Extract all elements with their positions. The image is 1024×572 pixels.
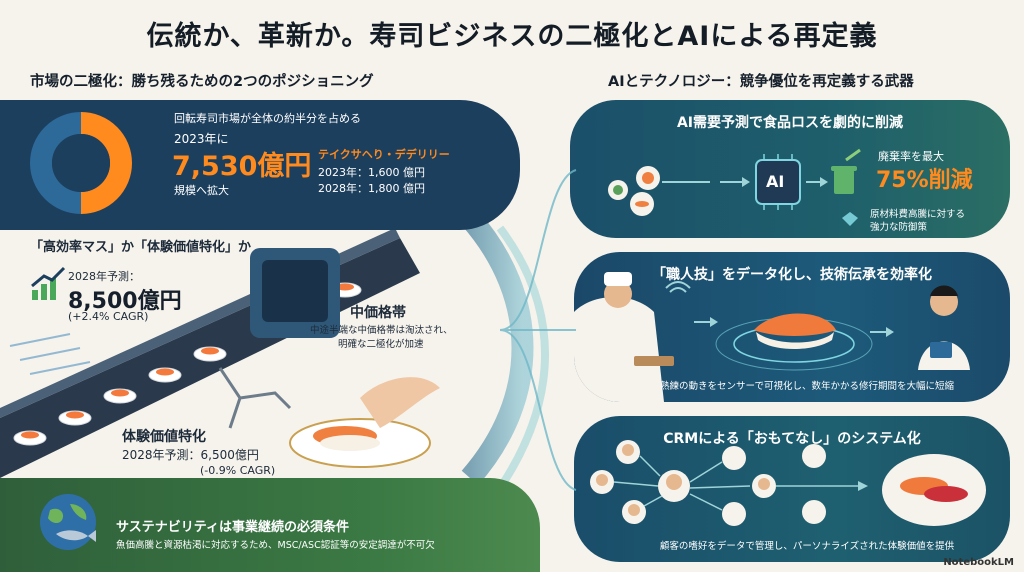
mass-forecast-value: 8,500億円 bbox=[68, 289, 182, 314]
market-value: 7,530億円 bbox=[172, 151, 312, 182]
craftsman-card: 「職人技」をデータ化し、技術伝承を効率化 熟練の動きをセンサーで可視化し、数年か… bbox=[574, 252, 1010, 402]
ai-demand-illustration bbox=[608, 148, 861, 226]
left-background-art bbox=[0, 210, 549, 491]
crm-title: CRMによる「おもてなし」のシステム化 bbox=[663, 431, 921, 447]
ai-demand-card: AI需要予測で食品ロスを劇的に削減 AI 廃棄率を最大 75%削減 原材料費高騰… bbox=[570, 100, 1010, 238]
mass-forecast-label: 2028年予測： bbox=[68, 270, 140, 283]
waste-rate-value: 75%削減 bbox=[876, 168, 973, 193]
market-suffix: 規模へ拡大 bbox=[174, 184, 229, 197]
flow-lines bbox=[500, 169, 577, 491]
donut-hole bbox=[52, 134, 110, 192]
sustainability-text: 魚価高騰と資源枯渇に対応するため、MSC/ASC認証等の安定調達が不可欠 bbox=[116, 540, 435, 551]
market-share-donut bbox=[30, 112, 132, 214]
market-year: 2023年に bbox=[174, 132, 229, 146]
takeout-2023: 2023年：1,600 億円 bbox=[318, 166, 425, 179]
experience-title: 体験価値特化 bbox=[122, 429, 206, 445]
globe-fish-icon bbox=[40, 494, 96, 550]
takeout-2028: 2028年：1,800 億円 bbox=[318, 182, 425, 195]
defense-line2: 強力な防御策 bbox=[870, 222, 928, 233]
craftsman-title: 「職人技」をデータ化し、技術伝承を効率化 bbox=[652, 267, 932, 283]
crm-card: CRMによる「おもてなし」のシステム化 顧客の嗜好をデータで管理し、パーソナライ… bbox=[574, 416, 1010, 562]
crm-illustration bbox=[590, 440, 986, 526]
mid-price-title: 中価格帯 bbox=[350, 305, 406, 321]
defense-line1: 原材料費高騰に対する bbox=[870, 209, 966, 220]
donut-slice-0 bbox=[80, 112, 132, 214]
waste-rate-label: 廃棄率を最大 bbox=[878, 150, 944, 163]
mass-cagr: (+2.4% CAGR) bbox=[68, 310, 149, 323]
left-section-header: 市場の二極化：勝ち残るための2つのポジショニング bbox=[30, 74, 374, 90]
mid-price-line2: 明確な二極化が加速 bbox=[338, 339, 424, 350]
craftsman-illustration bbox=[574, 272, 970, 402]
sustainability-title: サステナビリティは事業継続の必須条件 bbox=[116, 520, 349, 535]
footer-brand: NotebookLM bbox=[943, 557, 1014, 568]
mid-price-line1: 中途半端な中価格帯は淘汰され、 bbox=[310, 325, 453, 336]
experience-cagr: (-0.9% CAGR) bbox=[200, 464, 276, 477]
crm-caption: 顧客の嗜好をデータで管理し、パーソナライズされた体験価値を提供 bbox=[659, 541, 955, 552]
experience-forecast: 2028年予測：6,500億円 bbox=[122, 448, 259, 462]
market-note: 回転寿司市場が全体の約半分を占める bbox=[174, 112, 361, 125]
ai-chip-label: AI bbox=[766, 172, 785, 191]
positioning-question: 「高効率マス」か「体験価値特化」か bbox=[30, 240, 252, 255]
craftsman-caption: 熟練の動きをセンサーで可視化し、数年かかる修行期間を大幅に短縮 bbox=[660, 381, 954, 392]
ai-demand-title: AI需要予測で食品ロスを劇的に削減 bbox=[676, 115, 904, 131]
donut-slice-1 bbox=[30, 112, 82, 214]
takeout-label: テイクサヘり・デデリリー bbox=[318, 148, 450, 161]
page-title: 伝統か、革新か。寿司ビジネスの二極化とAIによる再定義 bbox=[146, 21, 878, 52]
right-section-header: AIとテクノロジー：競争優位を再定義する武器 bbox=[608, 74, 914, 90]
